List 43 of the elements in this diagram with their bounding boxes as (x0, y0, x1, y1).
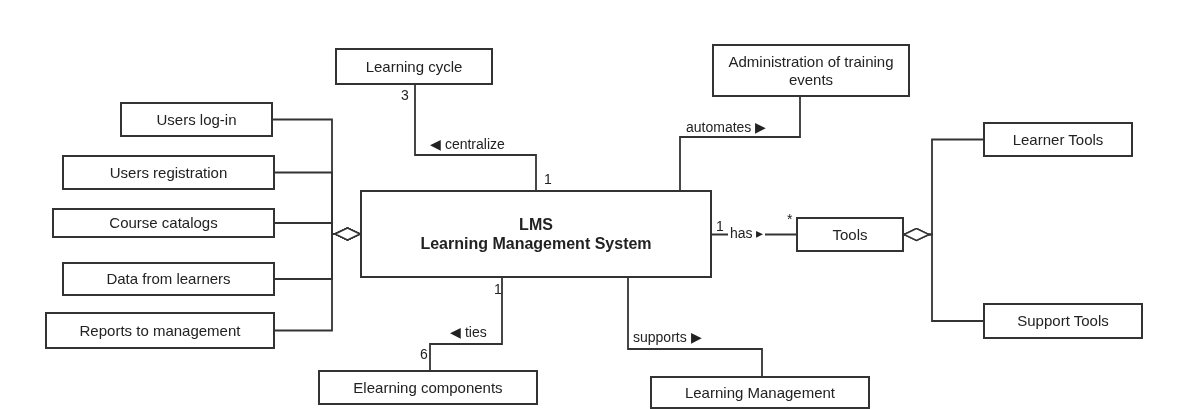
class-name: Learning Management (684, 383, 836, 402)
class-box (62, 262, 275, 296)
class-box (52, 208, 275, 238)
association-line (429, 277, 503, 371)
class-box (983, 303, 1143, 339)
class-name: Users log-in (156, 110, 237, 129)
edge-label: automates ▶ (684, 120, 769, 136)
multiplicity-label: 3 (401, 88, 409, 102)
edge-label: ◀ ties (448, 325, 489, 341)
class-name: LMS (519, 214, 553, 234)
class-box (360, 190, 712, 278)
multiplicity-label: 1 (716, 219, 724, 233)
class-box (335, 48, 493, 85)
class-name: Data from learners (106, 270, 231, 288)
class-name: Reports to management (79, 321, 241, 340)
class-box (45, 312, 275, 349)
edge-label: ◀ centralize (428, 137, 507, 153)
multiplicity-label: 1 (544, 172, 552, 186)
multiplicity-label: 1 (494, 282, 502, 296)
class-name: Users registration (109, 163, 228, 182)
class-box (650, 376, 870, 409)
association-line (679, 96, 801, 191)
multiplicity-label: 6 (420, 347, 428, 361)
class-name: Administration of training events (727, 52, 895, 89)
class-name: Learning Management System (420, 234, 652, 254)
class-name: Tools (832, 225, 868, 244)
class-box (983, 122, 1133, 157)
edge-label: supports ▶ (631, 330, 704, 346)
class-name: Course catalogs (109, 214, 218, 232)
aggregation-line (903, 227, 984, 322)
class-name: Learner Tools (1012, 130, 1104, 149)
class-name: Learning cycle (365, 57, 463, 76)
class-name: Support Tools (1017, 312, 1109, 330)
class-box (318, 370, 538, 405)
multiplicity-label: * (787, 212, 793, 226)
aggregation-line (274, 227, 361, 332)
class-name: Elearning components (353, 378, 503, 397)
association-line (414, 84, 537, 191)
class-box (120, 102, 273, 137)
class-box (712, 44, 910, 97)
class-box (796, 217, 904, 252)
class-box (62, 155, 275, 190)
association-line (627, 277, 763, 377)
